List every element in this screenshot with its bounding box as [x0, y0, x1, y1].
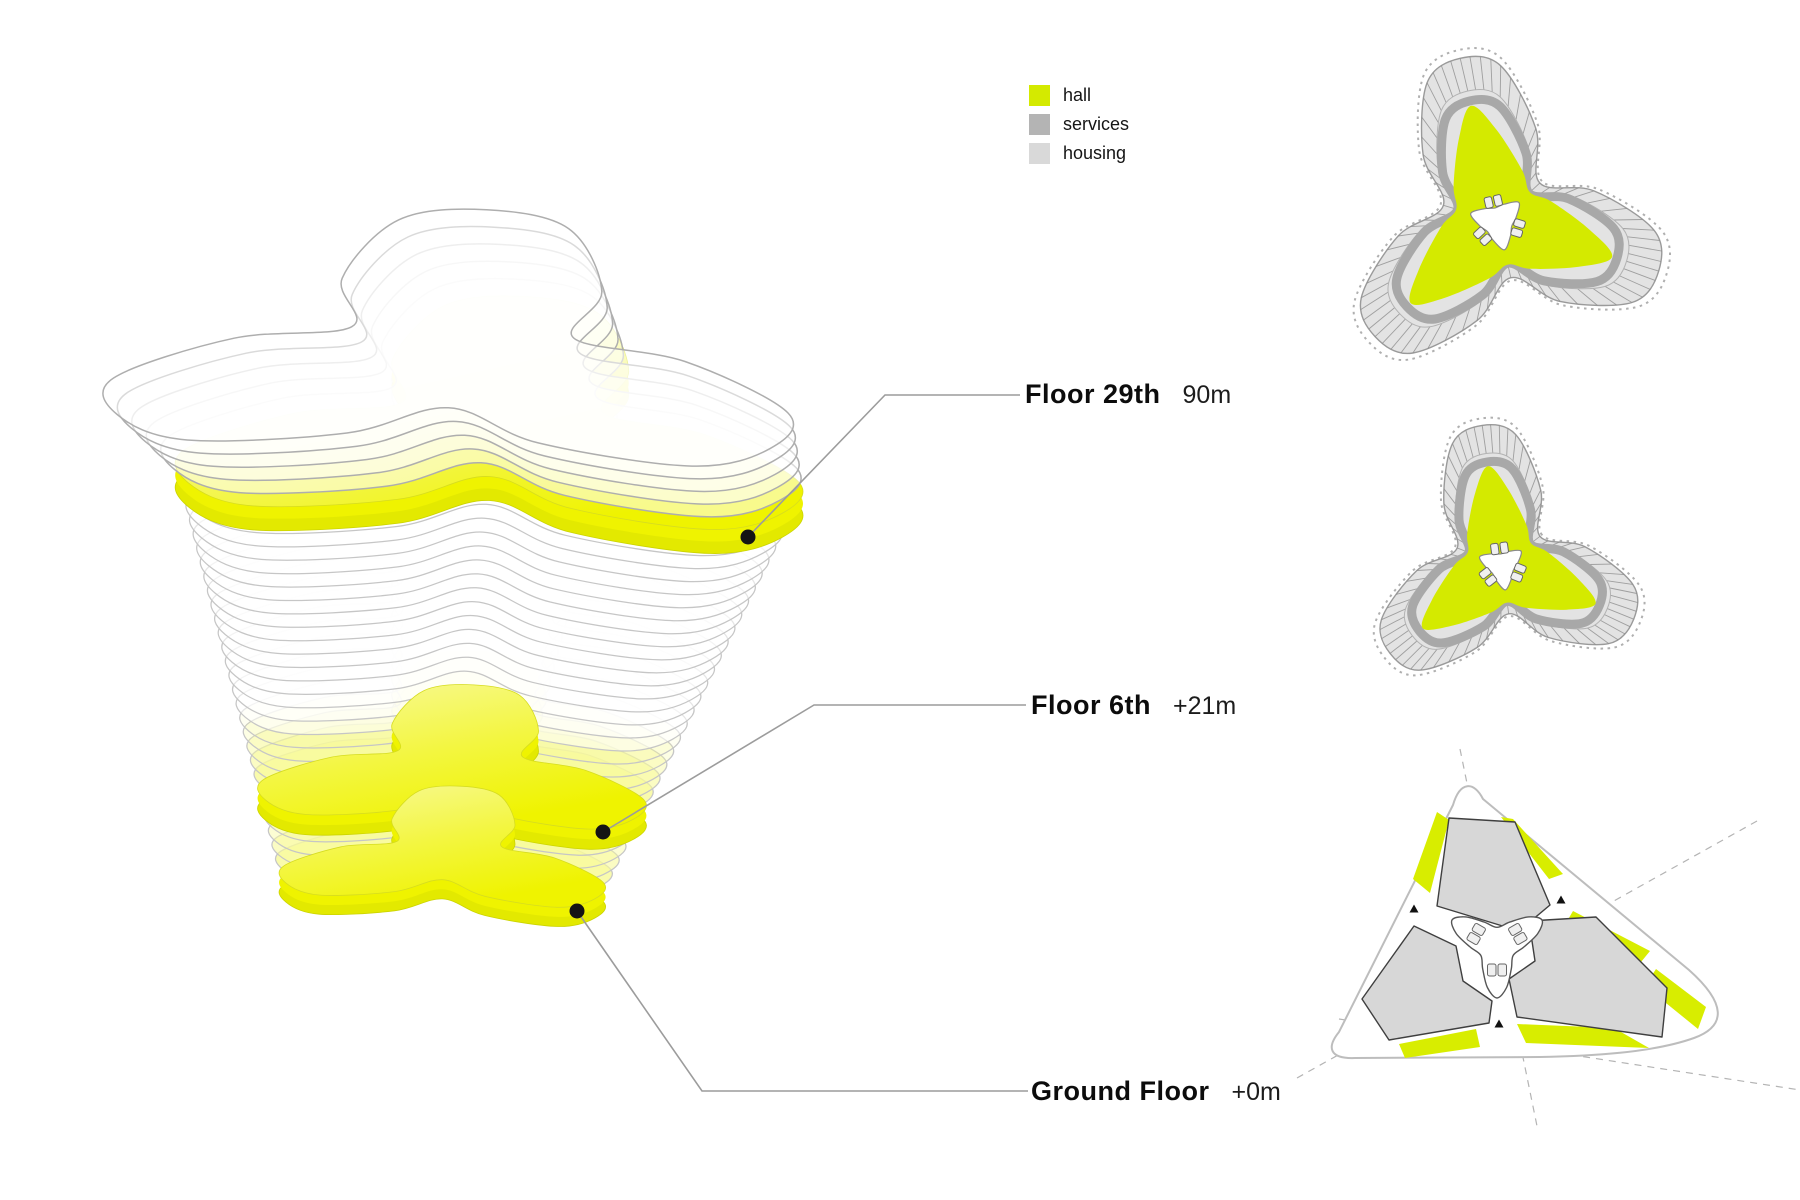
elevator-core-icon: [1466, 932, 1481, 945]
leader-ground-floor: [569, 903, 1028, 1092]
hall-atrium: [1421, 466, 1596, 630]
unit-dividers: [1379, 424, 1638, 671]
highlighted-floor-plate-6: [257, 684, 647, 850]
elevator-core-icon: [1487, 963, 1497, 977]
floor-plate-0-top: [278, 785, 606, 908]
services-swatch: [1029, 114, 1050, 135]
services-corridor: [1391, 94, 1624, 324]
leader-line-ground-floor: [576, 910, 1028, 1092]
leader-floor-6th: [595, 704, 1026, 840]
elevator-core-icon: [1513, 932, 1528, 945]
entrance-marker-2: [1494, 1019, 1504, 1028]
elevator-core-icon: [1492, 194, 1503, 207]
marker-dot-floor-29th: [740, 529, 756, 545]
highlighted-floor-plate-0: [278, 785, 606, 927]
legend-row-housing: housing: [1029, 143, 1129, 164]
elevator-core-icon: [1513, 218, 1526, 229]
core-symbol: [1487, 963, 1507, 977]
legend-row-hall: hall: [1029, 85, 1129, 106]
elevator-core-icon: [1499, 541, 1509, 554]
ground-floor-elevation: +0m: [1231, 1078, 1281, 1106]
core-symbol: [1510, 562, 1527, 583]
floor-6th-label: Floor 6th: [1031, 690, 1151, 720]
leader-line-floor-6th: [602, 704, 1026, 833]
exploded-floor-stack: [102, 208, 804, 927]
central-core-void: [1470, 201, 1521, 251]
elevator-core-icon: [1478, 567, 1492, 580]
legend-row-services: services: [1029, 114, 1129, 135]
core-symbol: [1508, 923, 1528, 945]
elevator-core-icon: [1471, 923, 1486, 936]
leader-line-floor-29th: [747, 394, 1020, 538]
central-core-void: [1478, 549, 1522, 591]
floor-6th-elevation: +21m: [1173, 692, 1237, 720]
legend-label-housing: housing: [1063, 143, 1127, 163]
annotation-ground-floor: Ground Floor +0m: [1031, 1076, 1281, 1107]
housing-swatch: [1029, 143, 1050, 164]
floor-plate-34: [102, 208, 795, 467]
elevator-core-icon: [1484, 574, 1498, 587]
floor-29th-label: Floor 29th: [1025, 379, 1161, 409]
core-symbol: [1466, 923, 1486, 945]
elevator-core-icon: [1510, 571, 1524, 583]
floor-29th-elevation: 90m: [1182, 381, 1232, 409]
balcony-serration: [1372, 416, 1646, 677]
annotation-leaders: [569, 394, 1028, 1092]
hall-swatch: [1029, 85, 1050, 106]
core-symbol: [1490, 541, 1509, 556]
elevator-core-icon: [1483, 196, 1494, 209]
entrance-marker-1: [1556, 895, 1566, 904]
leader-floor-29th: [740, 394, 1020, 545]
core-symbol: [1478, 567, 1498, 587]
annotation-floor-29th: Floor 29th 90m: [1025, 379, 1231, 410]
plaza-block-2: [1508, 916, 1668, 1038]
elevator-core-icon: [1497, 963, 1507, 977]
floor-plans: [1296, 47, 1800, 1127]
marker-dot-floor-6th: [595, 824, 611, 840]
housing-inner-line: [1387, 88, 1630, 328]
balcony-serration: [1352, 47, 1671, 362]
ground-floor-label: Ground Floor: [1031, 1076, 1210, 1106]
elevator-core-icon: [1508, 923, 1523, 936]
elevator-core-icon: [1510, 227, 1524, 238]
core-symbol: [1510, 218, 1526, 238]
entrance-marker-0: [1409, 904, 1419, 913]
floor-plan-29th: [1352, 47, 1671, 362]
floor-plate-6-top: [257, 684, 647, 830]
plaza-block-1: [1361, 925, 1493, 1041]
housing-inner-line: [1403, 452, 1612, 650]
marker-dot-ground-floor: [569, 903, 585, 919]
site-plan-ground: [1296, 748, 1800, 1127]
elevator-core-icon: [1479, 233, 1493, 246]
ground-hall-strip-0: [1413, 812, 1449, 893]
legend-label-hall: hall: [1063, 85, 1092, 105]
core-symbol: [1483, 194, 1503, 209]
legend-label-services: services: [1063, 114, 1130, 134]
elevator-core-icon: [1490, 542, 1500, 556]
unit-dividers: [1360, 56, 1662, 354]
core-symbol: [1473, 226, 1493, 246]
floor-plan-6th: [1372, 416, 1646, 677]
elevator-core-icon: [1473, 226, 1486, 239]
ground-hall-strip-4: [1399, 1029, 1480, 1058]
services-corridor: [1407, 456, 1607, 648]
legend: hall services housing: [1029, 85, 1129, 172]
elevator-core-icon: [1513, 562, 1527, 574]
annotation-floor-6th: Floor 6th +21m: [1031, 690, 1236, 721]
